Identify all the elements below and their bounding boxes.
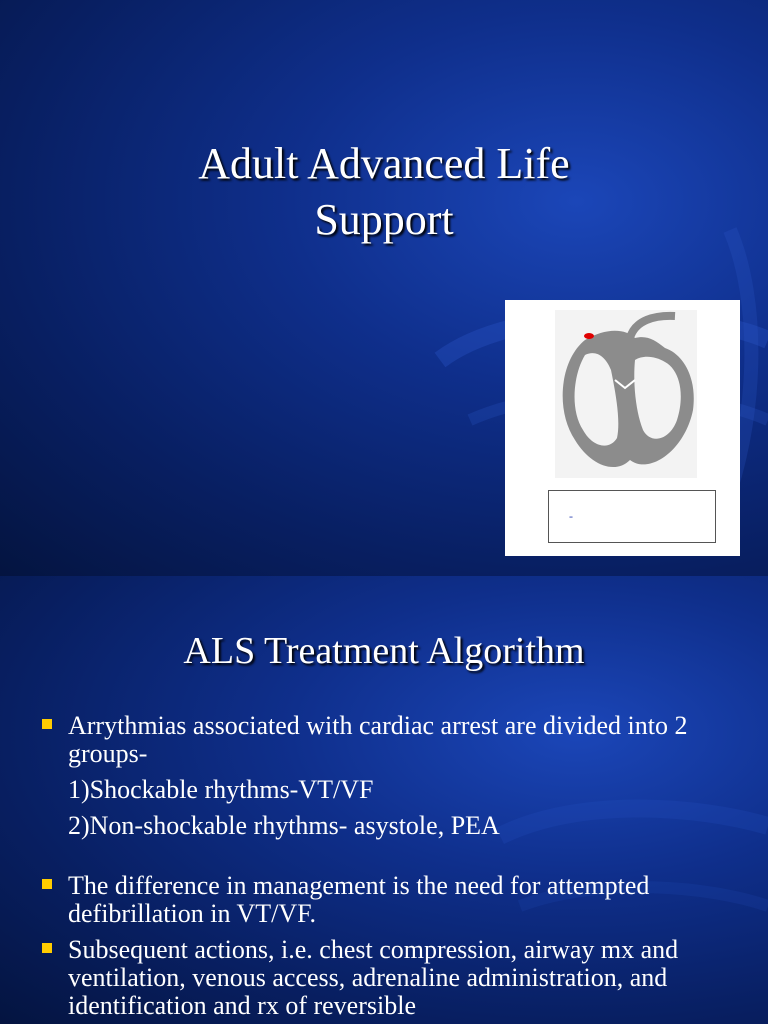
title-line-2: Support bbox=[314, 195, 454, 244]
bullet-square-icon bbox=[42, 879, 52, 889]
bullet-text: Arrythmias associated with cardiac arres… bbox=[68, 711, 688, 768]
bullet-text: Subsequent actions, i.e. chest compressi… bbox=[68, 935, 679, 1020]
list-item: Arrythmias associated with cardiac arres… bbox=[40, 712, 740, 768]
heart-image-frame: - bbox=[505, 300, 740, 556]
caption-text: - bbox=[569, 509, 573, 523]
sub-line: 2)Non-shockable rhythms- asystole, PEA bbox=[68, 811, 500, 840]
title-slide: Adult Advanced Life Support - bbox=[0, 0, 768, 576]
caption-box: - bbox=[548, 490, 716, 543]
bullet-square-icon bbox=[42, 943, 52, 953]
content-slide: ALS Treatment Algorithm Arrythmias assoc… bbox=[0, 576, 768, 1024]
title-line-1: Adult Advanced Life bbox=[198, 139, 570, 188]
sub-line: 1)Shockable rhythms-VT/VF bbox=[68, 775, 374, 804]
list-item: The difference in management is the need… bbox=[40, 872, 740, 928]
list-item: Subsequent actions, i.e. chest compressi… bbox=[40, 936, 740, 1020]
heart-diagram bbox=[555, 310, 697, 478]
slide-title-2: ALS Treatment Algorithm bbox=[183, 630, 585, 672]
bullet-list: Arrythmias associated with cardiac arres… bbox=[40, 712, 740, 1020]
bullet-text: The difference in management is the need… bbox=[68, 871, 650, 928]
bullet-square-icon bbox=[42, 719, 52, 729]
slide-title: Adult Advanced Life Support bbox=[0, 136, 768, 248]
